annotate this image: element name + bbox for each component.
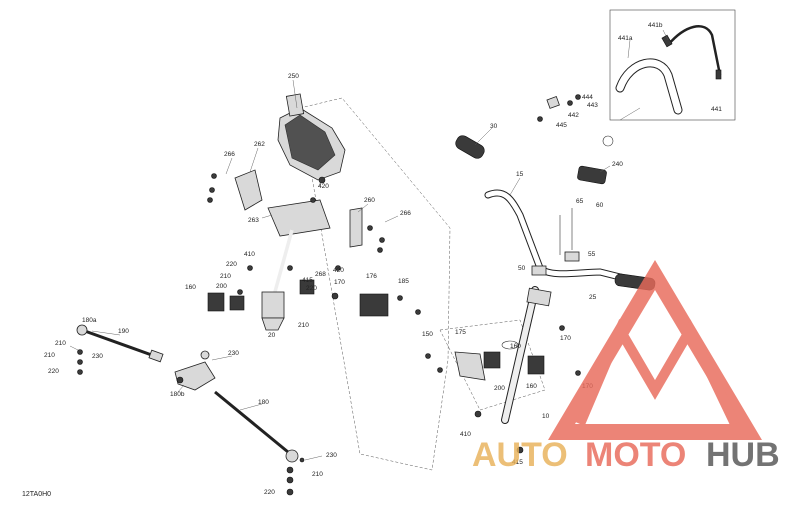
tie-rod-180a <box>81 328 161 360</box>
callout-150: 150 <box>422 331 433 338</box>
callout-labels: 250 266 262 263 420 260 266 410 220 210 … <box>44 22 722 496</box>
callout-190: 190 <box>118 328 129 335</box>
callout-210-e: 210 <box>312 471 323 478</box>
callout-210-d: 210 <box>44 352 55 359</box>
callout-445: 445 <box>556 122 567 129</box>
callout-230-b: 230 <box>228 350 239 357</box>
bushing-176 <box>359 293 389 317</box>
tie-rod-180 <box>214 390 289 454</box>
bushing-160-left <box>207 292 225 312</box>
callout-170-c: 170 <box>560 335 571 342</box>
callout-266-b: 266 <box>400 210 411 217</box>
callout-20: 20 <box>268 332 276 339</box>
riser-clamp-55 <box>564 251 580 262</box>
callout-175: 175 <box>455 329 466 336</box>
callout-420: 420 <box>318 183 329 190</box>
callout-60: 60 <box>596 202 604 209</box>
handlebar-group-boundary <box>439 319 546 411</box>
callout-441: 441 <box>711 106 722 113</box>
plate-263 <box>267 199 331 237</box>
callout-180: 180 <box>258 399 269 406</box>
watermark-auto: AUTO <box>472 436 568 474</box>
callout-185: 185 <box>398 278 409 285</box>
cable-441b <box>667 25 722 76</box>
callout-442: 442 <box>568 112 579 119</box>
center-link-180b <box>174 361 216 391</box>
grip-30 <box>455 135 485 159</box>
callout-210: 210 <box>220 273 231 280</box>
callout-260: 260 <box>364 197 375 204</box>
callout-240: 240 <box>612 161 623 168</box>
callout-220-c: 220 <box>48 368 59 375</box>
callout-415: 415 <box>302 277 313 284</box>
riser-clamp-50 <box>531 265 547 276</box>
callout-10: 10 <box>542 413 550 420</box>
callout-176: 176 <box>366 273 377 280</box>
callout-415-b: 415 <box>512 459 523 466</box>
callout-268: 268 <box>315 271 326 278</box>
callout-180b: 180b <box>170 391 185 398</box>
callout-230-c: 230 <box>326 452 337 459</box>
callout-50: 50 <box>518 265 526 272</box>
throttle-240 <box>577 165 607 185</box>
callout-441b: 441b <box>648 22 663 29</box>
watermark-hub: HUB <box>706 436 780 474</box>
callout-210-b: 210 <box>298 322 309 329</box>
diagram-code: 12TA0H0 <box>22 491 51 498</box>
callout-160: 160 <box>185 284 196 291</box>
callout-15: 15 <box>516 171 524 178</box>
callout-220: 220 <box>226 261 237 268</box>
callout-262: 262 <box>254 141 265 148</box>
leader-lines <box>69 29 669 461</box>
nut-444 <box>575 94 581 100</box>
watermark-moto: MOTO <box>585 436 686 474</box>
callout-266: 266 <box>224 151 235 158</box>
callout-444: 444 <box>582 94 593 101</box>
clamp-ring <box>602 135 614 147</box>
bushing-160-right <box>527 355 545 375</box>
callout-230: 230 <box>92 353 103 360</box>
callout-210-c: 210 <box>55 340 66 347</box>
callout-200-b: 200 <box>494 385 505 392</box>
bracket-175 <box>454 351 486 381</box>
handlebar-15 <box>484 189 644 286</box>
callout-420-b: 420 <box>333 267 344 274</box>
callout-220-d: 220 <box>264 489 275 496</box>
callout-160-c: 160 <box>526 383 537 390</box>
pitman-20 <box>261 291 285 319</box>
callout-441a: 441a <box>618 35 633 42</box>
watermark-triangle-icon <box>548 260 762 440</box>
callout-263: 263 <box>248 217 259 224</box>
callout-200: 200 <box>216 283 227 290</box>
watermark-logo: AUTO MOTO HUB <box>472 260 780 474</box>
callout-25: 25 <box>589 294 597 301</box>
callout-55: 55 <box>588 251 596 258</box>
bracket-260 <box>349 207 363 248</box>
cable-inset-box <box>609 9 736 121</box>
fitting-442 <box>546 96 560 109</box>
bushing-200-left <box>229 295 245 311</box>
nut-443 <box>567 100 573 106</box>
callout-160-b: 160 <box>510 343 521 350</box>
callout-65: 65 <box>576 198 584 205</box>
callout-170: 170 <box>334 279 345 286</box>
bushing-200-right <box>483 351 501 369</box>
callout-30: 30 <box>490 123 498 130</box>
bracket-262 <box>234 169 263 211</box>
callout-410: 410 <box>244 251 255 258</box>
callout-220-b: 220 <box>306 285 317 292</box>
callout-250: 250 <box>288 73 299 80</box>
nut-445 <box>537 116 543 122</box>
callout-180a: 180a <box>82 317 97 324</box>
callout-443: 443 <box>587 102 598 109</box>
callout-410-b: 410 <box>460 431 471 438</box>
